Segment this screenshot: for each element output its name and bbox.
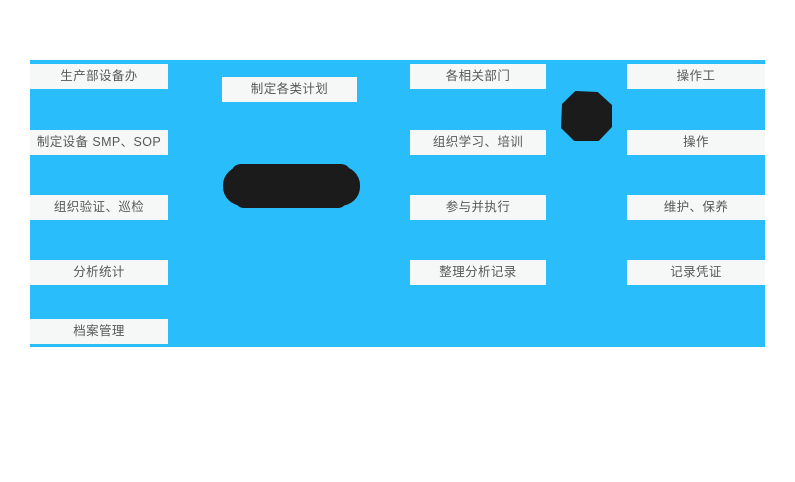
- node-fenxi-tongji[interactable]: 分析统计: [30, 260, 168, 285]
- node-shengchanbu-shebeiban[interactable]: 生产部设备办: [30, 64, 168, 89]
- node-caozuo[interactable]: 操作: [627, 130, 765, 155]
- node-dangan-guanli[interactable]: 档案管理: [30, 319, 168, 344]
- node-weihu-baoyang[interactable]: 维护、保养: [627, 195, 765, 220]
- node-zuzhi-yanzheng-xunjian[interactable]: 组织验证、巡检: [30, 195, 168, 220]
- redaction-octagon-center: [561, 91, 612, 141]
- node-zhiding-shebei-smp-sop[interactable]: 制定设备 SMP、SOP: [30, 130, 168, 155]
- node-zhengli-fenxi-jilu[interactable]: 整理分析记录: [410, 260, 546, 285]
- redaction-blob-center-left: [223, 164, 360, 208]
- node-zuzhi-xuexi-peixun[interactable]: 组织学习、培训: [410, 130, 546, 155]
- node-jilu-pingzheng[interactable]: 记录凭证: [627, 260, 765, 285]
- node-canyu-bing-zhixing[interactable]: 参与并执行: [410, 195, 546, 220]
- node-caozuogong[interactable]: 操作工: [627, 64, 765, 89]
- node-zhiding-gelei-jihua[interactable]: 制定各类计划: [222, 77, 357, 102]
- node-ge-xiangguan-bumen[interactable]: 各相关部门: [410, 64, 546, 89]
